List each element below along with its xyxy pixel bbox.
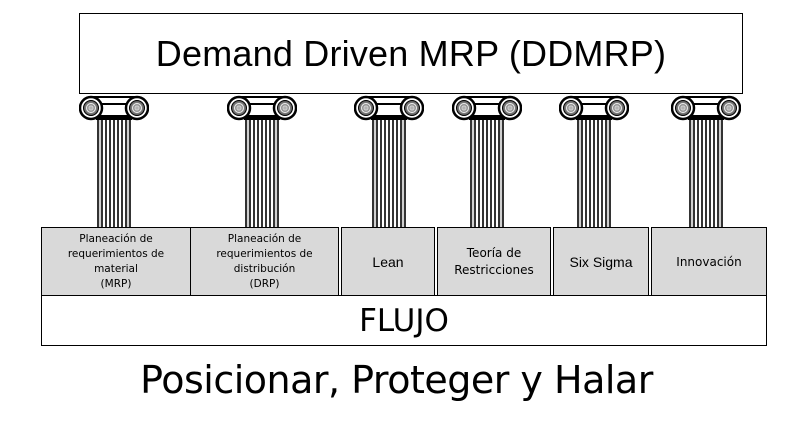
ionic-column-icon [452, 95, 522, 228]
pillar-label-line: Planeación de [79, 233, 153, 245]
pillar-label-line: requerimientos de [216, 248, 313, 260]
pillar-label-line: (DRP) [249, 278, 280, 290]
ionic-column-icon [227, 95, 297, 228]
pillar-label-line: (MRP) [100, 278, 132, 290]
pillar-six-sigma: Six Sigma [553, 227, 649, 297]
tagline: Posicionar, Proteger y Halar [140, 358, 653, 402]
pillar-innovacion: Innovación [651, 227, 767, 297]
pillar-mrp: Planeación de requerimientos de material… [41, 227, 191, 297]
pillar-lean: Lean [341, 227, 435, 297]
ionic-column-icon [354, 95, 424, 228]
pillar-label-line: Innovación [676, 254, 742, 269]
pillar-drp: Planeación de requerimientos de distribu… [190, 227, 339, 297]
foundation-box: FLUJO [41, 295, 767, 346]
ionic-column-icon [671, 95, 741, 228]
pillar-label-line: Six Sigma [569, 253, 633, 270]
pillar-label-line: material [94, 263, 138, 275]
ionic-column-icon [559, 95, 629, 228]
pillar-label-line: Planeación de [227, 233, 302, 245]
pillar-label-line: requerimientos de [67, 248, 165, 260]
foundation-label: FLUJO [359, 302, 449, 339]
diagram-title: Demand Driven MRP (DDMRP) [155, 32, 667, 74]
title-box: Demand Driven MRP (DDMRP) [79, 13, 743, 94]
pillar-label-line: Lean [372, 253, 404, 270]
pillar-toc: Teoría de Restricciones [437, 227, 551, 297]
ionic-column-icon [79, 95, 149, 228]
pillar-label-line: Teoría de [466, 246, 522, 260]
pillar-label-line: distribución [233, 263, 296, 275]
pillar-label-line: Restricciones [454, 263, 534, 277]
